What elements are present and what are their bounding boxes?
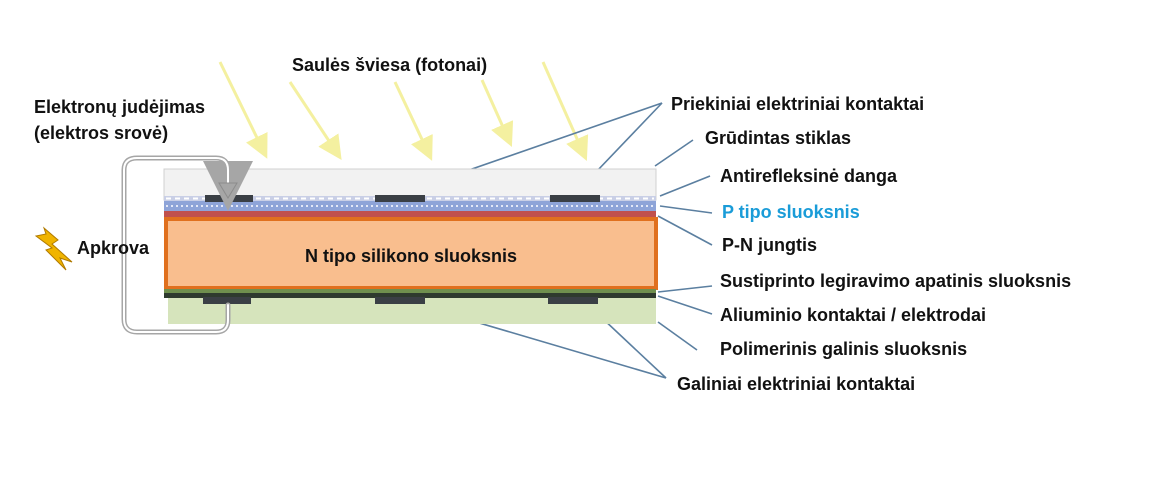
current-arrowhead <box>218 182 238 199</box>
back-contact <box>203 297 251 304</box>
sunlight-label: Saulės šviesa (fotonai) <box>292 55 487 75</box>
label-back-doped: Sustiprinto legiravimo apatinis sluoksni… <box>720 271 1071 291</box>
label-pn-junction: P-N jungtis <box>722 235 817 255</box>
label-anti-reflective: Antirefleksinė danga <box>720 166 898 186</box>
sun-ray <box>393 81 433 161</box>
electron-flow-label-2: (elektros srovė) <box>34 123 168 143</box>
label-polymer: Polimerinis galinis sluoksnis <box>720 339 967 359</box>
leader-glass <box>654 139 694 167</box>
pn-junction-layer <box>164 211 656 217</box>
label-front-contacts: Priekiniai elektriniai kontaktai <box>671 94 924 114</box>
leader-polymer <box>657 321 698 351</box>
back-doped-layer <box>164 289 656 293</box>
label-back-contacts: Galiniai elektriniai kontaktai <box>677 374 915 394</box>
leader-p-layer <box>659 205 713 214</box>
n-layer <box>164 217 658 290</box>
sun-ray <box>541 61 589 161</box>
circuit-wire-inner <box>123 157 229 333</box>
sun-ray <box>480 79 514 147</box>
front-contact <box>375 195 425 202</box>
leader-back-doped <box>657 285 713 293</box>
layer-stack <box>163 168 658 324</box>
lightning-icon <box>34 226 73 271</box>
leader-pn-junction <box>657 215 713 246</box>
load-label: Apkrova <box>77 238 150 258</box>
aluminium-layer <box>164 293 656 298</box>
label-p-layer: P tipo sluoksnis <box>722 202 860 222</box>
sun-rays <box>218 61 589 161</box>
label-aluminium: Aliuminio kontaktai / elektrodai <box>720 305 986 325</box>
back-contact <box>548 297 598 304</box>
n-layer-label: N tipo silikono sluoksnis <box>305 246 517 266</box>
leader-anti-reflective <box>659 175 711 197</box>
sun-ray <box>288 81 342 161</box>
sun-ray <box>218 61 268 159</box>
p-layer <box>164 201 656 211</box>
electron-flow-label-1: Elektronų judėjimas <box>34 97 205 117</box>
front-contact <box>550 195 600 202</box>
leader-aluminium <box>657 295 713 315</box>
external-circuit <box>121 155 253 335</box>
back-contact <box>375 297 425 304</box>
label-tempered-glass: Grūdintas stiklas <box>705 128 851 148</box>
